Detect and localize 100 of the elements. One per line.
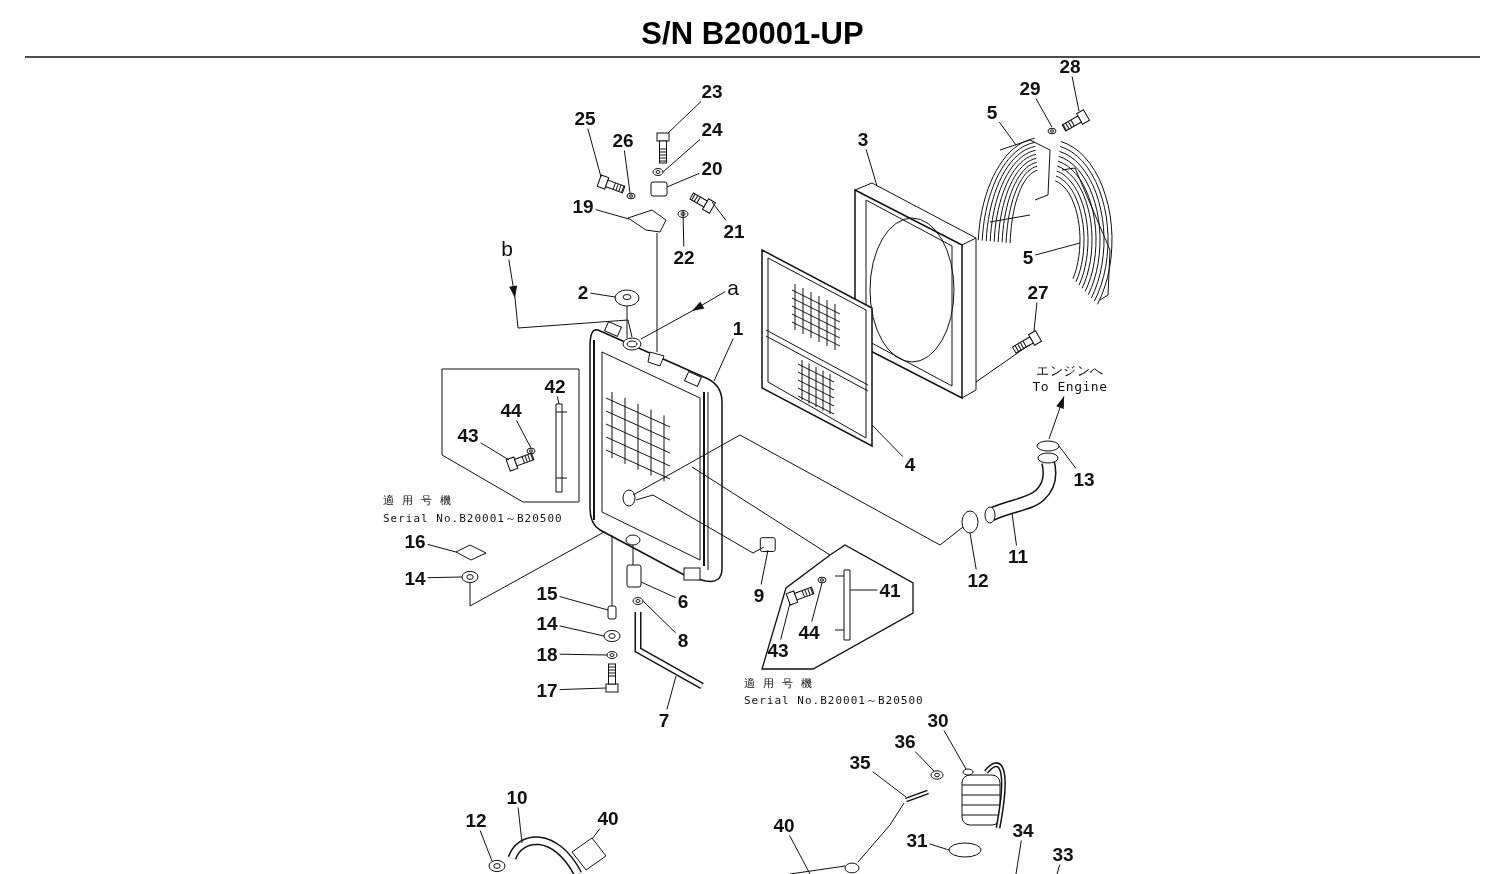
leader-line <box>929 843 950 851</box>
leader-line <box>682 209 685 247</box>
fan-frame <box>854 182 977 400</box>
washer <box>677 210 689 218</box>
rod <box>905 789 929 803</box>
leader-line <box>1033 302 1038 332</box>
hose-clamp <box>844 862 860 874</box>
callout-number: 44 <box>500 400 522 420</box>
leader-line <box>662 139 701 173</box>
leader-line <box>914 751 935 772</box>
callout-number: 11 <box>1007 546 1029 566</box>
callout-number: 13 <box>1073 469 1095 489</box>
washer <box>817 576 827 584</box>
callout-number: 14 <box>404 568 426 588</box>
note-text: エンジンへ <box>1036 362 1104 379</box>
callout-number: 17 <box>536 680 558 700</box>
arrow <box>640 291 726 340</box>
bolt <box>505 452 535 472</box>
callout-number: 20 <box>701 158 723 178</box>
leader-line <box>789 835 811 874</box>
washer <box>1047 127 1057 135</box>
callout-number: 25 <box>574 108 596 128</box>
leader-line <box>943 730 967 770</box>
callout-number: 3 <box>857 129 869 149</box>
leader-line <box>871 424 904 457</box>
title: S/N B20001-UP <box>641 16 864 51</box>
clamp <box>571 837 607 871</box>
leader-line <box>656 232 658 353</box>
callout-number: 43 <box>767 640 789 660</box>
leader-line <box>469 531 605 607</box>
washer <box>606 651 618 659</box>
leader-line <box>611 534 613 607</box>
leader-line <box>559 687 607 691</box>
leader-line <box>849 589 878 591</box>
leader-line <box>559 625 605 637</box>
callout-number: 44 <box>798 622 820 642</box>
callout-number: 1 <box>732 318 744 338</box>
leader-line <box>998 121 1017 146</box>
reserve-tank <box>961 762 1006 829</box>
leader-line <box>872 771 907 798</box>
note-text: To Engine <box>1032 379 1108 396</box>
leader-line <box>642 600 677 634</box>
leader-line <box>975 344 1030 383</box>
fitting <box>759 537 776 552</box>
washer <box>626 192 636 200</box>
leader-line <box>1058 445 1077 469</box>
leader-line <box>865 149 878 187</box>
bolt <box>1061 109 1090 132</box>
callout-number: 30 <box>927 710 949 730</box>
hose-clamp <box>632 597 644 605</box>
leader-line <box>559 653 608 656</box>
washer <box>652 168 664 176</box>
callout-number: 29 <box>1019 78 1041 98</box>
leader-line <box>713 338 734 382</box>
cushion <box>603 629 621 643</box>
leader-line <box>591 828 601 840</box>
callout-number: 42 <box>544 376 566 396</box>
leader-line <box>666 172 700 188</box>
callout-number: 7 <box>658 710 670 730</box>
arrow <box>1048 395 1065 440</box>
radiator-screen <box>761 248 873 448</box>
leader-line <box>427 543 457 553</box>
callout-number: 34 <box>1012 820 1034 840</box>
callout-number: 36 <box>894 731 916 751</box>
leader-line <box>789 865 846 874</box>
callout-number: 23 <box>701 81 723 101</box>
leader-line <box>559 596 609 611</box>
hose <box>507 836 582 874</box>
leader-line <box>857 802 905 863</box>
ring <box>948 842 982 858</box>
bracket <box>627 209 667 233</box>
callout-number: 12 <box>465 810 487 830</box>
bolt <box>605 663 619 693</box>
leader-line <box>589 292 616 298</box>
bolt <box>656 132 670 164</box>
callout-number: 24 <box>701 119 723 139</box>
leader-line <box>691 466 831 556</box>
bracket <box>834 569 851 641</box>
fan-guard <box>1054 141 1113 305</box>
leader-line <box>479 830 493 862</box>
bracket <box>555 403 568 493</box>
pin <box>607 605 617 620</box>
callout-number: 26 <box>612 130 634 150</box>
hose <box>984 452 1059 524</box>
leader-line <box>626 305 628 339</box>
callout-number: 43 <box>457 425 479 445</box>
leader-line <box>1034 242 1081 256</box>
bolt <box>689 192 716 214</box>
callout-number: 40 <box>773 815 795 835</box>
nut <box>930 770 944 780</box>
leader-line <box>480 442 510 461</box>
hose-clamp <box>488 859 506 873</box>
callout-number: 5 <box>1022 247 1034 267</box>
callout-number: 16 <box>404 531 426 551</box>
callout-number: 21 <box>723 221 745 241</box>
hose-clamp <box>961 510 979 534</box>
view-letter: a <box>727 276 739 298</box>
leader-line <box>595 209 630 220</box>
radiator <box>589 321 723 583</box>
serial-note: Serial No.B20001～B20500 <box>744 694 924 708</box>
